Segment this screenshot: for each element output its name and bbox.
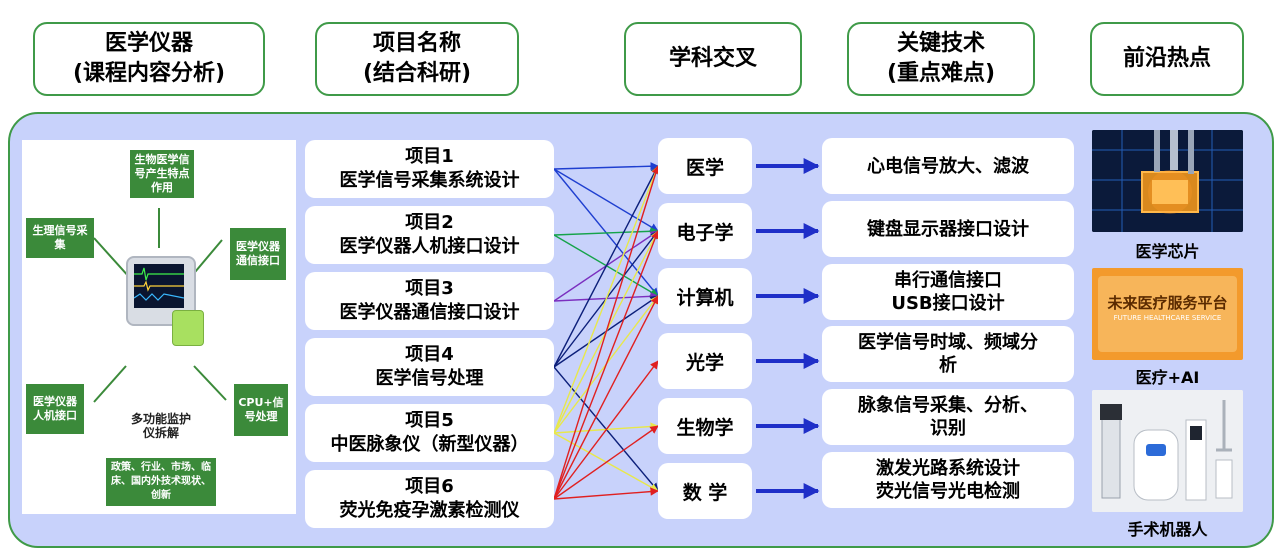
medical-chip-image [1092, 130, 1243, 232]
hotspot-caption: 医疗+AI [1135, 368, 1200, 387]
medical-ai-image: 未来医疗服务平台 FUTURE HEALTHCARE SERVICE [1092, 268, 1243, 360]
technology-line: 析 [939, 355, 957, 376]
link-line [553, 165, 660, 500]
technology-line: 键盘显示器接口设计 [867, 218, 1029, 240]
header-technology-title: 关键技术 [896, 31, 985, 56]
project-box: 项目3 医学仪器通信接口设计 [305, 272, 554, 330]
project-box: 项目1 医学信号采集系统设计 [305, 140, 554, 198]
technology-line: 荧光信号光电检测 [876, 481, 1020, 502]
technology-box: 医学信号时域、频域分 析 [822, 326, 1074, 382]
header-technology-subtitle: (重点难点) [886, 61, 996, 86]
project-number: 项目6 [405, 476, 454, 497]
link-line [553, 162, 659, 171]
project-box: 项目5 中医脉象仪（新型仪器） [305, 404, 554, 462]
technology-line: 心电信号放大、滤波 [867, 155, 1029, 177]
technology-line: USB接口设计 [891, 293, 1005, 314]
project-name: 医学信号处理 [375, 368, 484, 389]
project-name: 医学仪器人机接口设计 [339, 236, 520, 257]
header-project-subtitle: (结合科研) [362, 61, 472, 86]
technology-box: 键盘显示器接口设计 [822, 201, 1074, 257]
link-line [553, 360, 659, 500]
header-project: 项目名称 (结合科研) [315, 22, 519, 96]
project-name: 医学信号采集系统设计 [339, 170, 520, 191]
header-hotspot-title: 前沿热点 [1122, 46, 1211, 71]
header-hotspot: 前沿热点 [1090, 22, 1244, 96]
link-line [553, 425, 659, 500]
project-box: 项目4 医学信号处理 [305, 338, 554, 396]
surgical-robot-image [1092, 390, 1243, 512]
banner-subtitle: FUTURE HEALTHCARE SERVICE [1113, 314, 1222, 322]
technology-line: 脉象信号采集、分析、 [858, 395, 1038, 416]
link-line [553, 230, 660, 500]
technology-line: 医学信号时域、频域分 [858, 332, 1038, 353]
bio-signal-label: 生物医学信号产生特点作用 [130, 150, 194, 198]
technology-box: 串行通信接口 USB接口设计 [822, 264, 1074, 320]
project-number: 项目3 [405, 278, 454, 299]
link-line [553, 295, 659, 500]
header-project-title: 项目名称 [372, 31, 461, 56]
project-number: 项目1 [405, 146, 454, 167]
discipline-box: 医学 [658, 138, 752, 194]
banner-title: 未来医疗服务平台 [1107, 294, 1228, 312]
hotspot-caption: 医学芯片 [1135, 242, 1200, 261]
signal-acquisition-label: 生理信号采集 [26, 218, 94, 258]
discipline-box: 计算机 [658, 268, 752, 324]
link-line [553, 227, 659, 236]
monitor-device-image [122, 252, 204, 348]
discipline-box: 生物学 [658, 398, 752, 454]
header-course-title: 医学仪器 [104, 31, 193, 56]
link-line [553, 168, 659, 232]
project-name: 荧光免疫孕激素检测仪 [339, 500, 520, 521]
technology-box: 心电信号放大、滤波 [822, 138, 1074, 194]
cpu-label: CPU+信号处理 [234, 384, 288, 436]
header-course: 医学仪器 (课程内容分析) [33, 22, 265, 96]
link-line [553, 165, 659, 368]
hotspot-caption: 手术机器人 [1127, 520, 1208, 539]
header-discipline-title: 学科交叉 [668, 46, 757, 71]
project-number: 项目5 [405, 410, 454, 431]
device-caption: 多功能监护仪拆解 [130, 412, 191, 440]
project-box: 项目2 医学仪器人机接口设计 [305, 206, 554, 264]
discipline-box: 数 学 [658, 463, 752, 519]
header-discipline: 学科交叉 [624, 22, 802, 96]
comm-interface-label: 医学仪器通信接口 [230, 228, 286, 280]
technology-line: 串行通信接口 [894, 270, 1002, 291]
project-box: 项目6 荧光免疫孕激素检测仪 [305, 470, 554, 528]
project-number: 项目2 [405, 212, 454, 233]
technology-box: 脉象信号采集、分析、 识别 [822, 389, 1074, 445]
policy-label: 政策、行业、市场、临床、国内外技术现状、创新 [106, 458, 216, 506]
project-number: 项目4 [405, 344, 454, 365]
link-line [553, 165, 660, 434]
project-name: 医学仪器通信接口设计 [339, 302, 520, 323]
course-connector-lines [93, 208, 227, 403]
header-course-subtitle: (课程内容分析) [72, 61, 226, 86]
discipline-box: 电子学 [658, 203, 752, 259]
link-line [553, 487, 659, 500]
technology-line: 识别 [930, 418, 966, 439]
technology-box: 激发光路系统设计 荧光信号光电检测 [822, 452, 1074, 508]
hmi-interface-label: 医学仪器人机接口 [26, 384, 84, 434]
discipline-box: 光学 [658, 333, 752, 389]
project-name: 中医脉象仪（新型仪器） [330, 434, 529, 455]
header-technology: 关键技术 (重点难点) [847, 22, 1035, 96]
course-content-image: 生物医学信号产生特点作用 生理信号采集 医学仪器通信接口 医学仪器人机接口 CP… [22, 140, 296, 514]
technology-line: 激发光路系统设计 [876, 458, 1020, 479]
